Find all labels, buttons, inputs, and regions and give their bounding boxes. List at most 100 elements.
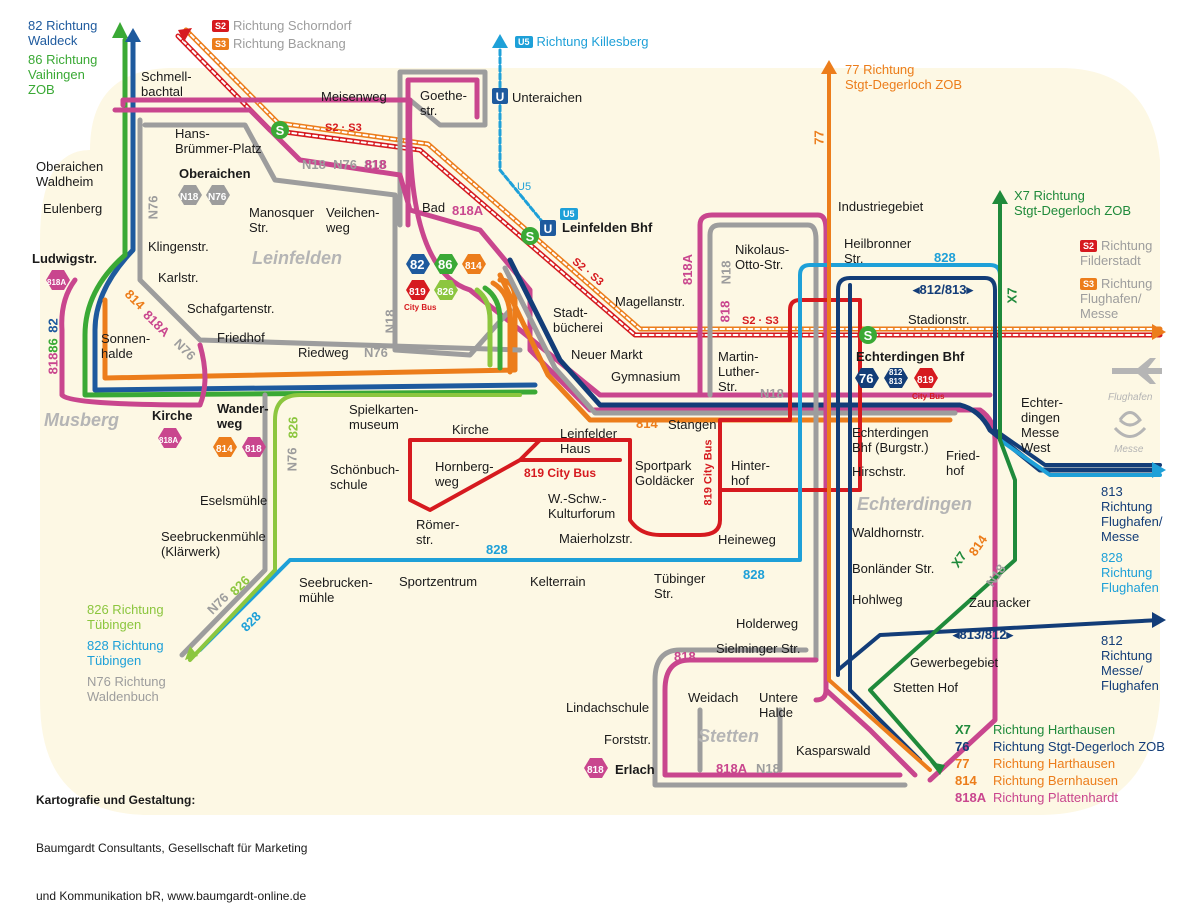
line-label-812-813: ◂812/813▸ <box>913 282 974 297</box>
stop-label[interactable]: Unteraichen <box>512 90 583 105</box>
line-819 <box>408 298 862 537</box>
stop-label[interactable]: Untere Halde <box>759 690 799 720</box>
line-label-82: 82 <box>45 318 61 333</box>
stop-label[interactable]: Echter- dingen Messe West <box>1021 395 1063 455</box>
stop-label[interactable]: Stadt- bücherei <box>553 305 603 335</box>
stop-label[interactable]: Kelterrain <box>530 574 586 589</box>
stop-label[interactable]: Echterdingen Bhf (Burgstr.) <box>852 425 929 455</box>
stop-label[interactable]: Nikolaus- Otto-Str. <box>735 242 790 272</box>
line-label-n76: N76 <box>364 345 388 360</box>
stop-label[interactable]: Forststr. <box>604 732 651 747</box>
stop-label[interactable]: Schönbuch- schule <box>330 462 400 492</box>
stop-label[interactable]: Seebruckenmühle (Klärwerk) <box>161 529 266 559</box>
stop-label[interactable]: Goethe- str. <box>420 88 467 118</box>
stop-label[interactable]: Heineweg <box>718 532 776 547</box>
stop-label[interactable]: Sportpark Goldäcker <box>635 458 695 488</box>
line-label-818: 818 <box>45 352 61 375</box>
stop-label[interactable]: Oberaichen Waldheim <box>36 159 104 189</box>
hub-badge-86: 86 <box>438 257 453 272</box>
stop-label[interactable]: Weidach <box>688 690 739 705</box>
stop-label[interactable]: Waldhornstr. <box>852 525 925 540</box>
direction-828: 828 Richtung Flughafen <box>1101 550 1159 595</box>
stop-label[interactable]: Stangen <box>668 417 717 432</box>
stop-label[interactable]: Wander- weg <box>217 401 269 431</box>
line-label-s2s3: S2 · S3 <box>325 122 362 134</box>
stop-label[interactable]: Schafgartenstr. <box>187 301 275 316</box>
stop-label[interactable]: Heilbronner Str. <box>844 236 912 266</box>
stop-label[interactable]: Zaunacker <box>969 595 1031 610</box>
stop-label[interactable]: Hinter- hof <box>731 458 771 488</box>
line-label-818: 818 <box>365 157 387 172</box>
line-label-n18-n76-818: N18 N76 818 <box>302 157 386 172</box>
line-label-x7: X7 <box>1004 287 1020 304</box>
line-label-n18: N18 <box>760 386 784 401</box>
stop-label[interactable]: Erlach <box>615 762 655 777</box>
stop-label[interactable]: Hirschstr. <box>852 464 907 479</box>
stop-label[interactable]: Veilchen- weg <box>326 205 380 235</box>
stop-label[interactable]: Holderweg <box>736 616 799 631</box>
stop-label[interactable]: Maierholzstr. <box>559 531 633 546</box>
stop-label[interactable]: W.-Schw.- Kulturforum <box>548 491 616 521</box>
stop-label[interactable]: Oberaichen <box>179 166 251 181</box>
line-label-s2s3: S2 · S3 <box>742 315 779 327</box>
stop-label[interactable]: Eulenberg <box>43 201 103 216</box>
stop-label[interactable]: Leinfelder Haus <box>560 426 618 456</box>
stop-label[interactable]: Magellanstr. <box>615 294 686 309</box>
credits-line: Baumgardt Consultants, Gesellschaft für … <box>36 841 308 855</box>
stop-label[interactable]: Sonnen- halde <box>101 331 151 361</box>
stop-label[interactable]: Friedhof <box>217 330 265 345</box>
stop-label[interactable]: Gewerbegebiet <box>910 655 999 670</box>
stop-label[interactable]: Kirche <box>452 422 489 437</box>
hub-badge-814: 814 <box>465 261 482 272</box>
line-label-n76: N76 <box>284 447 300 472</box>
stop-label[interactable]: Neuer Markt <box>571 347 643 362</box>
s3-tag: S3 <box>1080 278 1098 290</box>
line-label-n18: N18 <box>718 260 734 285</box>
stop-label[interactable]: Hans- Brümmer-Platz <box>175 126 262 156</box>
stop-label[interactable]: Kirche <box>152 408 193 423</box>
legend-code: X7 <box>955 722 971 737</box>
stop-label[interactable]: Stadionstr. <box>908 312 970 327</box>
hub-badge-819: 819 <box>409 287 426 298</box>
line-X7 <box>868 193 1017 772</box>
u5-leinfelden-tag: U5 <box>560 206 582 221</box>
line-N76 <box>137 117 523 353</box>
stop-label[interactable]: Ludwigstr. <box>32 251 97 266</box>
stop-label[interactable]: Hornberg- weg <box>435 459 494 489</box>
stop-label[interactable]: Leinfelden Bhf <box>562 220 653 235</box>
stop-label[interactable]: Industriegebiet <box>838 199 924 214</box>
stop-label[interactable]: Spielkarten- museum <box>349 402 419 432</box>
stop-label[interactable]: Manosquer Str. <box>249 205 315 235</box>
stop-label[interactable]: Riedweg <box>298 345 349 360</box>
stop-label[interactable]: Karlstr. <box>158 270 199 285</box>
area-musberg: Musberg <box>44 410 120 430</box>
stop-label[interactable]: Römer- str. <box>416 517 460 547</box>
stop-label[interactable]: Eselsmühle <box>200 493 268 508</box>
stop-label[interactable]: Fried- hof <box>946 448 980 478</box>
stop-label[interactable]: Martin- Luther- Str. <box>718 349 760 394</box>
s2-tag: S2 <box>1080 240 1098 252</box>
stop-label[interactable]: Kasparswald <box>796 743 871 758</box>
stop-label[interactable]: Bonländer Str. <box>852 561 935 576</box>
stop-label[interactable]: Stetten Hof <box>893 680 959 695</box>
area-stetten: Stetten <box>698 726 760 746</box>
stop-label[interactable]: Tübinger Str. <box>654 571 706 601</box>
city-bus-label: City Bus <box>404 303 437 312</box>
stop-label[interactable]: Hohlweg <box>852 592 903 607</box>
flughafen-label: Flughafen <box>1108 392 1153 403</box>
stop-label[interactable]: Sportzentrum <box>399 574 478 589</box>
stop-label[interactable]: Bad <box>422 200 446 215</box>
stop-label[interactable]: Meisenweg <box>321 89 387 104</box>
legend-code: 818A <box>955 790 987 805</box>
s-bahn-icon: S S S <box>271 121 877 344</box>
stop-label[interactable]: Lindachschule <box>566 700 650 715</box>
stop-label[interactable]: Klingenstr. <box>148 239 209 254</box>
stop-label[interactable]: Schmell- bachtal <box>141 69 192 99</box>
messe-label: Messe <box>1114 444 1144 455</box>
legend-text: Richtung Stgt-Degerloch ZOB <box>993 739 1165 754</box>
stop-label[interactable]: Sielminger Str. <box>716 641 801 656</box>
stop-label[interactable]: Seebrucken- mühle <box>299 575 373 605</box>
stop-label[interactable]: Echterdingen Bhf <box>856 349 965 364</box>
stop-label[interactable]: Gymnasium <box>611 369 681 384</box>
